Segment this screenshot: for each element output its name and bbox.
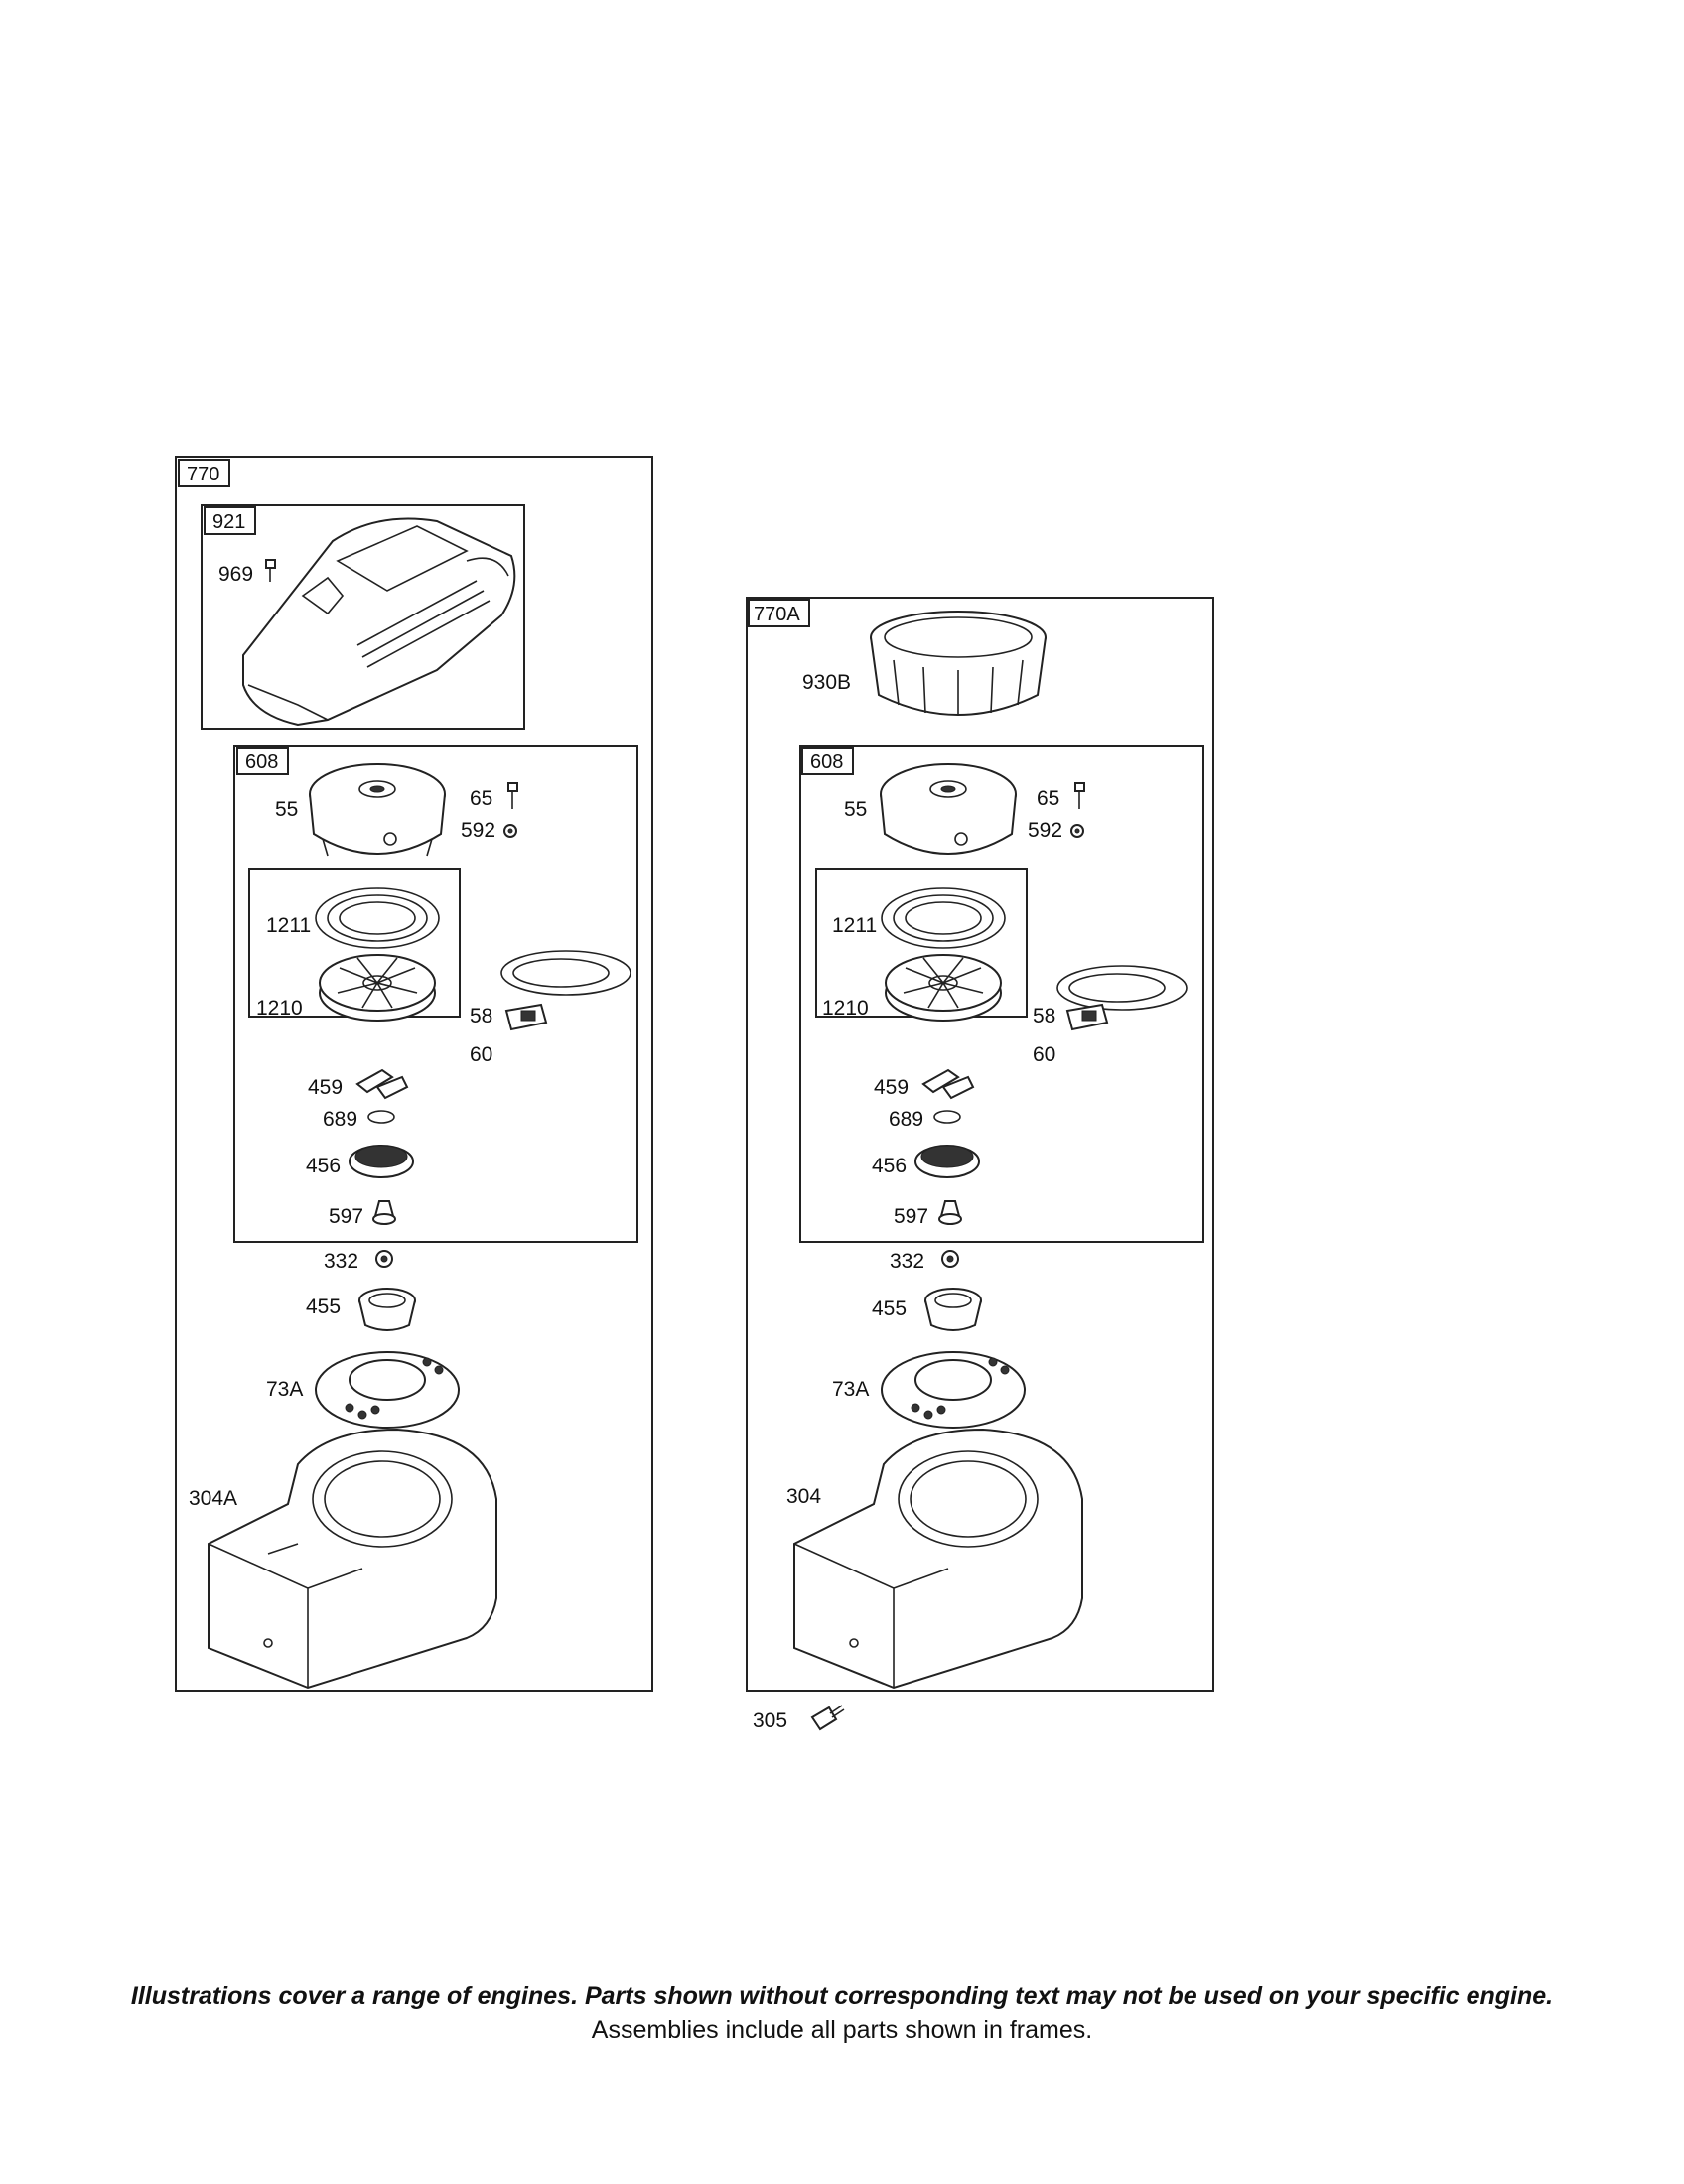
part-65-right-label: 65 <box>1037 787 1059 810</box>
starter-608-label-box <box>236 747 289 775</box>
part-55-label: 55 <box>275 798 298 821</box>
rope-58-right-drawing <box>1056 965 1188 1011</box>
bolt-65-right-drawing <box>1074 782 1085 809</box>
handle-60-right-drawing <box>1065 1003 1109 1031</box>
cup-455-drawing <box>358 1288 416 1331</box>
part-597-right-label: 597 <box>894 1205 928 1228</box>
screw-969-drawing <box>265 559 276 582</box>
cover-921-label-box <box>204 506 256 535</box>
part-58-label: 58 <box>470 1005 492 1027</box>
starter-608-right-frame <box>799 745 1204 1243</box>
rope-58-drawing <box>500 950 632 996</box>
blower-housing-304-drawing <box>793 1428 1083 1690</box>
part-456-right-label: 456 <box>872 1155 907 1177</box>
assembly-770A-label: 770A <box>754 604 800 625</box>
assembly-770: 770 921 969 608 55 <box>175 456 653 1692</box>
part-332-right-label: 332 <box>890 1250 924 1273</box>
part-459-label: 459 <box>308 1076 343 1099</box>
pawl-459-right-drawing <box>921 1068 975 1100</box>
cover-921-label: 921 <box>212 511 245 533</box>
part-592-label: 592 <box>461 819 495 842</box>
bolt-305-drawing <box>810 1705 845 1731</box>
part-60-label: 60 <box>470 1043 492 1066</box>
blower-cover-drawing <box>242 517 516 727</box>
handle-60-drawing <box>504 1003 548 1031</box>
spring-689-right-drawing <box>933 1110 961 1124</box>
assembly-770-label: 770 <box>187 464 219 485</box>
cover-921-frame <box>201 504 525 730</box>
ring-930B-drawing <box>870 611 1047 716</box>
part-1211-right-label: 1211 <box>832 914 877 937</box>
cup-455-right-drawing <box>924 1288 982 1331</box>
part-456-label: 456 <box>306 1155 341 1177</box>
part-969-label: 969 <box>218 563 253 586</box>
retainer-456-drawing <box>349 1145 414 1178</box>
assembly-770A-frame <box>746 597 1214 1692</box>
assembly-770A-label-box <box>748 599 810 627</box>
pulley-1210-drawing <box>319 954 436 1022</box>
part-689-label: 689 <box>323 1108 357 1131</box>
spring-689-drawing <box>367 1110 395 1124</box>
part-305-label: 305 <box>753 1709 787 1732</box>
part-60-right-label: 60 <box>1033 1043 1055 1066</box>
nut-592-drawing <box>503 824 517 838</box>
part-1210-label: 1210 <box>256 997 303 1020</box>
screw-597-right-drawing <box>938 1200 962 1225</box>
part-73A-right-label: 73A <box>832 1378 869 1401</box>
assemblies-note: Assemblies include all parts shown in fr… <box>591 2016 1093 2044</box>
part-58-right-label: 58 <box>1033 1005 1055 1027</box>
part-55-right-label: 55 <box>844 798 867 821</box>
screen-73A-drawing <box>315 1351 460 1429</box>
part-73A-label: 73A <box>266 1378 303 1401</box>
blower-housing-304A-drawing <box>208 1428 497 1690</box>
part-65-label: 65 <box>470 787 492 810</box>
part-304-label: 304 <box>786 1485 821 1508</box>
pawl-459-drawing <box>355 1068 409 1100</box>
nut-332-right-drawing <box>941 1250 959 1268</box>
screen-73A-right-drawing <box>881 1351 1026 1429</box>
pulley-1210-right-drawing <box>885 954 1002 1022</box>
nut-332-drawing <box>375 1250 393 1268</box>
bolt-65-drawing <box>507 782 518 809</box>
part-597-label: 597 <box>329 1205 363 1228</box>
starter-housing-55-right-drawing <box>880 763 1017 855</box>
starter-608-right-label: 608 <box>810 751 843 773</box>
part-332-label: 332 <box>324 1250 358 1273</box>
part-1210-right-label: 1210 <box>822 997 869 1020</box>
part-455-label: 455 <box>306 1296 341 1318</box>
part-689-right-label: 689 <box>889 1108 923 1131</box>
part-592-right-label: 592 <box>1028 819 1062 842</box>
assembly-770-frame <box>175 456 653 1692</box>
starter-608-frame <box>233 745 638 1243</box>
part-930B-label: 930B <box>802 671 851 694</box>
part-455-right-label: 455 <box>872 1297 907 1320</box>
assembly-770-label-box <box>178 459 230 487</box>
part-304A-label: 304A <box>189 1487 237 1510</box>
assembly-770A: 770A 930B 608 55 65 592 <box>746 597 1214 1692</box>
part-1211-label: 1211 <box>266 914 311 937</box>
part-459-right-label: 459 <box>874 1076 909 1099</box>
starter-housing-55-drawing <box>309 763 446 857</box>
starter-608-label: 608 <box>245 751 278 773</box>
recoil-spring-1211-right-drawing <box>881 887 1006 949</box>
recoil-spring-1211-drawing <box>315 887 440 949</box>
disclaimer-note: Illustrations cover a range of engines. … <box>130 1982 1554 2010</box>
retainer-456-right-drawing <box>914 1145 980 1178</box>
starter-608-right-label-box <box>801 747 854 775</box>
screw-597-drawing <box>372 1200 396 1225</box>
nut-592-right-drawing <box>1070 824 1084 838</box>
